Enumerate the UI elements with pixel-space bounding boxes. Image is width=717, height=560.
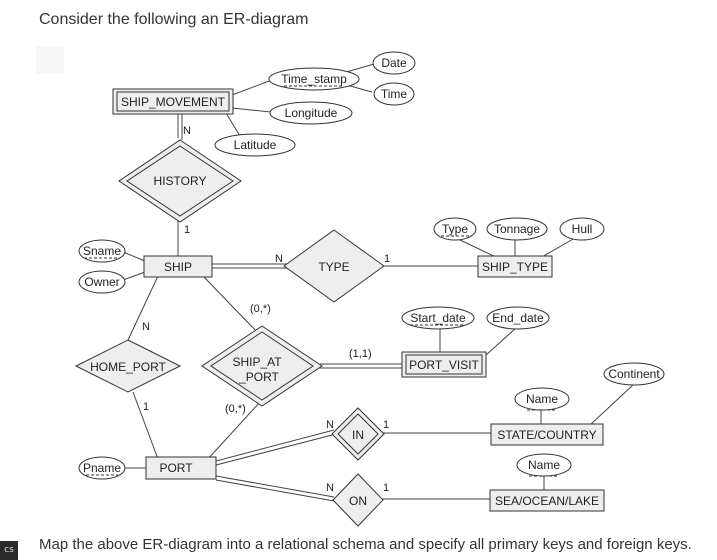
relationship-in: IN — [331, 407, 385, 461]
cardinality-in-port: N — [326, 419, 334, 431]
line-ship-homeport — [127, 275, 159, 341]
connector-lines — [122, 63, 635, 502]
attribute-sname: Sname — [78, 239, 126, 263]
entity-label: STATE/COUNTRY — [497, 428, 596, 442]
entity-label: PORT_VISIT — [409, 358, 479, 372]
cardinality-homeport-port: 1 — [143, 401, 149, 413]
line-state-continent — [589, 383, 635, 426]
attribute-label: Type — [442, 222, 468, 236]
attribute-date: Date — [372, 51, 416, 75]
line-ship-sname — [122, 251, 146, 262]
attribute-state-name: Name — [514, 387, 570, 411]
entity-label: PORT — [159, 461, 193, 475]
entity-label: SEA/OCEAN/LAKE — [495, 494, 599, 508]
entity-label: SHIP_TYPE — [482, 260, 548, 274]
relationship-history: HISTORY — [118, 139, 242, 223]
entity-state-country: STATE/COUNTRY — [490, 423, 604, 446]
attribute-latitude: Latitude — [214, 133, 296, 157]
cardinality-shipatport-visit: (1,1) — [349, 348, 372, 360]
attribute-label: Time_stamp — [281, 72, 347, 86]
question-heading: Consider the following an ER-diagram — [39, 11, 309, 28]
er-diagram: SHIP_MOVEMENT SHIP SHIP_TYPE PORT_VISIT … — [74, 51, 665, 527]
line-ship-shipatport — [202, 275, 259, 334]
cardinality-on-port: N — [326, 482, 334, 494]
relationship-on: ON — [332, 473, 384, 527]
line-shipmovement-longitude — [231, 107, 272, 113]
entity-ship: SHIP — [143, 255, 213, 278]
line-ship-owner — [122, 271, 146, 281]
cardinality-history-ship-movement: N — [183, 125, 191, 137]
attribute-time-stamp: Time_stamp — [268, 67, 360, 91]
entity-port-visit: PORT_VISIT — [401, 351, 487, 378]
attribute-type: Type — [433, 217, 477, 241]
image-placeholder — [36, 46, 64, 74]
attribute-start-date: Start_date — [401, 306, 475, 330]
relationship-label: IN — [352, 428, 364, 442]
attribute-tonnage: Tonnage — [486, 217, 548, 241]
relationship-home-port: HOME_PORT — [74, 339, 182, 393]
entity-label: SHIP_MOVEMENT — [121, 95, 226, 109]
attribute-label: Hull — [572, 222, 593, 236]
line-shipmovement-timestamp — [231, 79, 273, 96]
cardinality-in-state: 1 — [383, 419, 389, 431]
cardinality-on-sea: 1 — [383, 482, 389, 494]
attribute-label: Sname — [83, 244, 121, 258]
attribute-label: Longitude — [285, 106, 338, 120]
relationship-label: TYPE — [318, 260, 349, 274]
relationship-label: ON — [349, 494, 367, 508]
entity-ship-type: SHIP_TYPE — [477, 255, 553, 278]
line-portvisit-enddate — [485, 327, 517, 356]
relationship-label: HOME_PORT — [90, 360, 166, 374]
attribute-owner: Owner — [78, 270, 126, 294]
line-port-in-a — [215, 429, 335, 462]
attribute-label: Start_date — [410, 311, 466, 325]
cardinality-type-ship: N — [275, 253, 283, 265]
entity-ship-movement: SHIP_MOVEMENT — [112, 88, 234, 115]
line-port-on-a — [215, 475, 335, 498]
cardinality-shipatport-port: (0,*) — [225, 403, 246, 415]
attribute-pname: Pname — [78, 456, 126, 480]
attribute-continent: Continent — [603, 362, 665, 386]
attribute-end-date: End_date — [486, 306, 550, 330]
attribute-hull: Hull — [559, 217, 605, 241]
relationship-label-line1: SHIP_AT — [232, 355, 282, 369]
entity-sea-ocean-lake: SEA/OCEAN/LAKE — [489, 489, 605, 512]
line-shiptype-hull — [539, 237, 576, 259]
attribute-label: Date — [381, 56, 407, 70]
attribute-label: Pname — [83, 461, 121, 475]
line-shipmovement-latitude — [225, 112, 241, 137]
attribute-label: Name — [526, 392, 558, 406]
cardinality-homeport-ship: N — [142, 321, 150, 333]
cardinality-shipatport-ship: (0,*) — [250, 303, 271, 315]
line-port-on-b — [215, 479, 335, 502]
attribute-sea-name: Name — [516, 453, 572, 477]
cardinality-labels: N 1 N 1 N 1 (0,*) (0,*) (1,1) N 1 N 1 — [142, 125, 390, 494]
attribute-label: Name — [528, 458, 560, 472]
line-port-in-b — [215, 433, 337, 466]
cardinality-history-ship: 1 — [184, 224, 190, 236]
line-shipatport-port — [206, 401, 261, 461]
relationship-type: TYPE — [283, 229, 385, 303]
attribute-label: Continent — [608, 367, 660, 381]
attribute-label: Latitude — [234, 138, 277, 152]
line-homeport-port — [132, 391, 159, 460]
entity-port: PORT — [145, 456, 217, 480]
entity-label: SHIP — [164, 260, 192, 274]
attribute-time: Time — [373, 82, 415, 106]
relationship-label-line2: _PORT — [238, 370, 279, 384]
attribute-label: Owner — [84, 275, 119, 289]
cardinality-type-shiptype: 1 — [384, 253, 390, 265]
attribute-label: Time — [381, 87, 408, 101]
relationship-label: HISTORY — [154, 174, 207, 188]
corner-badge[interactable]: cs — [0, 541, 18, 560]
question-instruction: Map the above ER-diagram into a relation… — [39, 536, 692, 553]
relationship-ship-at-port: SHIP_AT _PORT — [201, 325, 323, 407]
attribute-label: Tonnage — [494, 222, 540, 236]
attribute-longitude: Longitude — [269, 101, 353, 125]
attribute-label: End_date — [492, 311, 544, 325]
